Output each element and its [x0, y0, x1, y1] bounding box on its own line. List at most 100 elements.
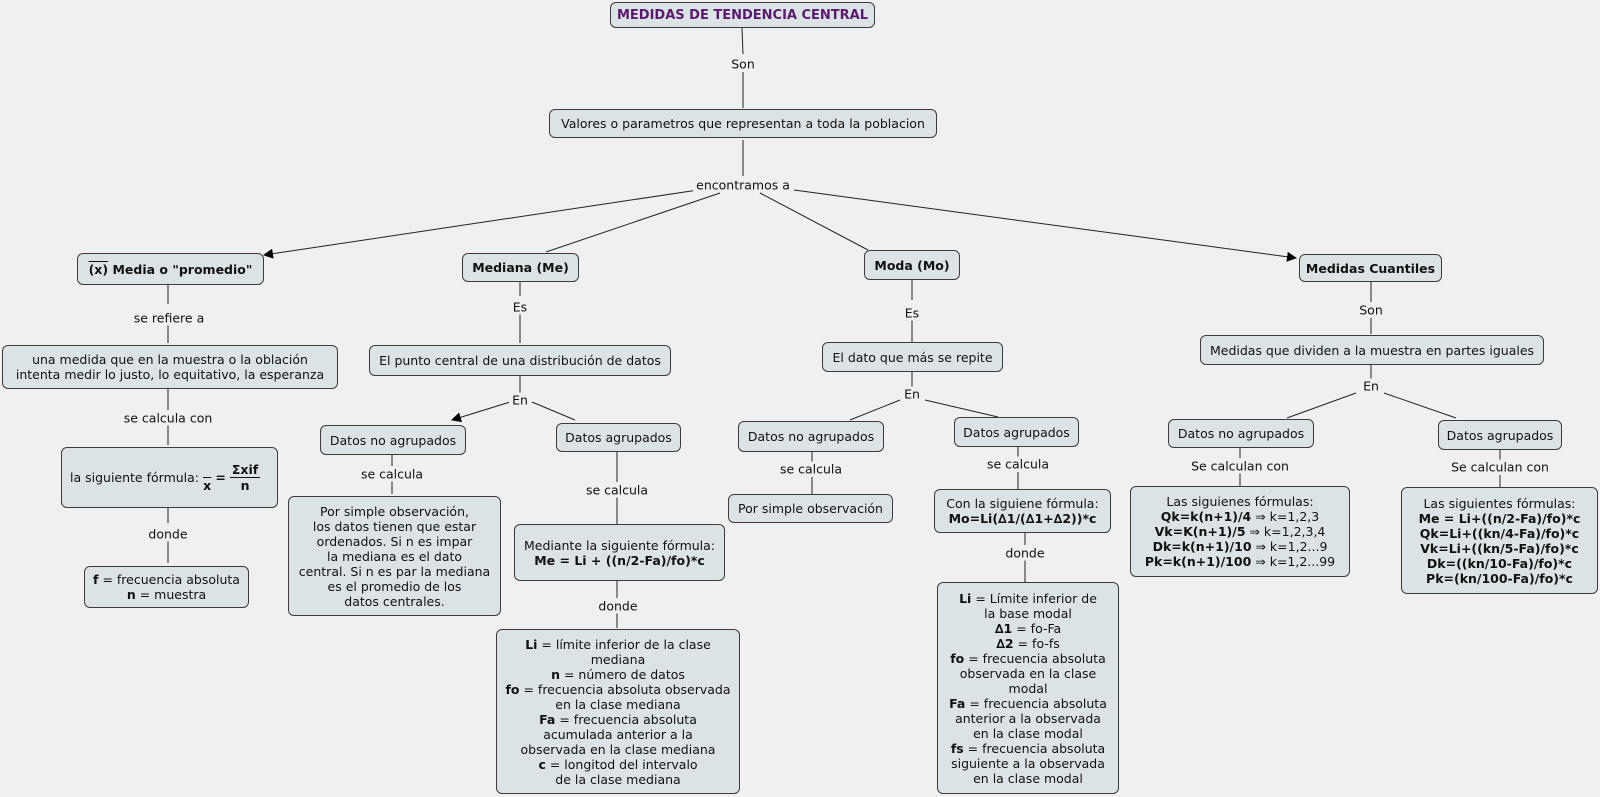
moda-vars-node[interactable]: Li = Límite inferior de la base modal ∆1… — [937, 582, 1119, 794]
cuantiles-na-formula: Pk=k(n+1)/100 — [1144, 554, 1252, 569]
cuantiles-a-formula: Me = Li+((n/2-Fa)/fo)*c — [1418, 510, 1581, 526]
mediana-var-desc: de la clase mediana — [555, 771, 681, 787]
moda-var-name: fs — [950, 740, 964, 756]
mediana-var-name: Li — [525, 636, 538, 652]
mediana-obs-line: ordenados. Si n es impar — [316, 533, 473, 549]
mediana-obs-line: los datos tienen que estar — [312, 518, 477, 534]
title-node[interactable]: MEDIDAS DE TENDENCIA CENTRAL — [610, 2, 875, 28]
moda-var-name: ∆2 — [996, 635, 1014, 651]
mediana-var-desc: mediana — [590, 651, 646, 667]
cuantiles-link-a: Se calculan con — [1448, 459, 1552, 475]
mediana-var-name: n — [551, 666, 561, 682]
mediana-link-a: se calcula — [582, 482, 652, 498]
mediana-obs-line: la mediana es el dato — [326, 548, 463, 564]
media-node[interactable]: (x) Media o "promedio" — [77, 253, 264, 285]
moda-var-desc: en la clase modal — [973, 770, 1083, 786]
mediana-no-agrupados-node[interactable]: Datos no agrupados — [320, 425, 466, 455]
mediana-var-desc: = frecuencia absoluta observada — [519, 681, 731, 697]
cuantiles-a-formulas-node[interactable]: Las siguientes fórmulas: Me = Li+((n/2-F… — [1401, 487, 1598, 594]
mediana-desc: El punto central de una distribución de … — [379, 353, 661, 368]
moda-desc: El dato que más se repite — [832, 349, 993, 365]
cuantiles-a-formula: Pk=(kn/100-Fa)/fo)*c — [1426, 570, 1573, 586]
cuantiles-no-agrupados: Datos no agrupados — [1177, 426, 1305, 441]
mediana-no-agrupados: Datos no agrupados — [329, 432, 457, 448]
moda-link-en: En — [901, 386, 923, 402]
media-title: Media o "promedio" — [112, 261, 253, 277]
title-text: MEDIDAS DE TENDENCIA CENTRAL — [616, 7, 869, 23]
mediana-obs-node[interactable]: Por simple observación, los datos tienen… — [288, 496, 501, 616]
mediana-var-desc: en la clase mediana — [555, 696, 681, 712]
cuantiles-na-range: ⇒ k=1,2...99 — [1251, 554, 1336, 569]
moda-var-desc: la base modal — [984, 605, 1072, 621]
mediana-link-en: En — [509, 392, 531, 408]
cuantiles-node[interactable]: Medidas Cuantiles — [1299, 254, 1442, 282]
moda-no-agrupados-node[interactable]: Datos no agrupados — [738, 421, 884, 452]
moda-var-desc: = frecuencia absoluta — [964, 650, 1106, 666]
media-desc-line-1: una medida que en la muestra o la oblaci… — [32, 352, 308, 367]
mediana-var-desc: acumulada anterior a la — [543, 726, 693, 742]
cuantiles-link-na: Se calculan con — [1188, 458, 1292, 474]
mediana-formula-node[interactable]: Mediante la siguiente fórmula: Me = Li +… — [514, 524, 725, 581]
media-link-refiere: se refiere a — [130, 310, 208, 326]
moda-no-agrupados: Datos no agrupados — [747, 429, 875, 444]
cuantiles-na-range: ⇒ k=1,2,3 — [1251, 509, 1320, 524]
moda-var-desc: = fo-fs — [1013, 635, 1060, 651]
mediana-node[interactable]: Mediana (Me) — [462, 253, 579, 282]
media-formula-den: n — [240, 478, 250, 493]
moda-formula: Mo=Li(∆1/(∆1+∆2))*c — [948, 511, 1097, 526]
moda-formula-node[interactable]: Con la siguiene fórmula: Mo=Li(∆1/(∆1+∆2… — [934, 489, 1111, 533]
media-formula-num: Σxif — [229, 462, 261, 478]
cuantiles-na-formulas-node[interactable]: Las siguienes fórmulas: Qk=k(n+1)/4 ⇒ k=… — [1130, 486, 1350, 577]
media-desc-node[interactable]: una medida que en la muestra o la oblaci… — [2, 345, 338, 389]
cuantiles-no-agrupados-node[interactable]: Datos no agrupados — [1168, 419, 1314, 448]
moda-obs: Por simple observación — [738, 501, 883, 516]
moda-link-es: Es — [901, 305, 923, 321]
mediana-link-donde: donde — [595, 598, 641, 614]
cuantiles-a-formula: Vk=Li+((kn/5-Fa)/fo)*c — [1420, 540, 1579, 556]
moda-var-desc: = frecuencia absoluta — [965, 695, 1107, 711]
media-vars-node[interactable]: f = frecuencia absoluta n = muestra — [84, 566, 249, 608]
mediana-var-name: Fa — [539, 711, 556, 727]
definition-text: Valores o parametros que representan a t… — [561, 116, 925, 131]
moda-desc-node[interactable]: El dato que más se repite — [822, 342, 1003, 372]
mediana-var-desc: = frecuencia absoluta — [555, 711, 697, 727]
mediana-vars-node[interactable]: Li = límite inferior de la clase mediana… — [496, 629, 740, 794]
mediana-var-name: fo — [505, 681, 520, 697]
mediana-agrupados-node[interactable]: Datos agrupados — [556, 423, 681, 452]
cuantiles-na-formula: Qk=k(n+1)/4 — [1160, 509, 1252, 524]
link-encontramos: encontramos a — [693, 177, 793, 193]
mediana-var-desc: observada en la clase mediana — [520, 741, 716, 757]
media-formula-eq: = — [215, 470, 226, 485]
mediana-link-es: Es — [509, 299, 531, 315]
media-link-donde: donde — [145, 526, 191, 542]
mediana-desc-node[interactable]: El punto central de una distribución de … — [369, 345, 671, 376]
moda-title: Moda (Mo) — [874, 257, 950, 273]
mediana-formula: Me = Li + ((n/2-Fa)/fo)*c — [534, 552, 705, 568]
moda-var-desc: observada en la clase — [959, 665, 1097, 681]
media-symbol: (x) — [88, 261, 109, 277]
cuantiles-agrupados: Datos agrupados — [1446, 427, 1554, 443]
cuantiles-link-en: En — [1360, 378, 1382, 394]
cuantiles-desc-node[interactable]: Medidas que dividen a la muestra en part… — [1200, 335, 1544, 365]
moda-var-name: Fa — [949, 695, 966, 711]
moda-agrupados-node[interactable]: Datos agrupados — [954, 417, 1079, 447]
mediana-obs-line: es el promedio de los — [327, 578, 462, 594]
moda-var-desc: siguiente a la observada — [951, 755, 1105, 771]
media-var-name: f — [93, 572, 99, 587]
moda-node[interactable]: Moda (Mo) — [864, 250, 960, 280]
cuantiles-title: Medidas Cuantiles — [1305, 260, 1436, 276]
cuantiles-agrupados-node[interactable]: Datos agrupados — [1438, 420, 1562, 450]
moda-var-desc: en la clase modal — [973, 725, 1083, 741]
moda-formula-intro: Con la siguiene fórmula: — [946, 496, 1099, 511]
definition-node[interactable]: Valores o parametros que representan a t… — [549, 109, 937, 138]
moda-link-a: se calcula — [983, 456, 1053, 472]
cuantiles-link-son: Son — [1356, 302, 1386, 318]
moda-obs-node[interactable]: Por simple observación — [728, 494, 893, 523]
moda-var-name: Li — [959, 590, 972, 606]
media-var-desc: = frecuencia absoluta — [98, 572, 240, 587]
cuantiles-a-formula: Qk=Li+((kn/4-Fa)/fo)*c — [1419, 525, 1580, 541]
mediana-link-na: se calcula — [357, 466, 427, 482]
mediana-var-desc: = número de datos — [560, 666, 685, 682]
